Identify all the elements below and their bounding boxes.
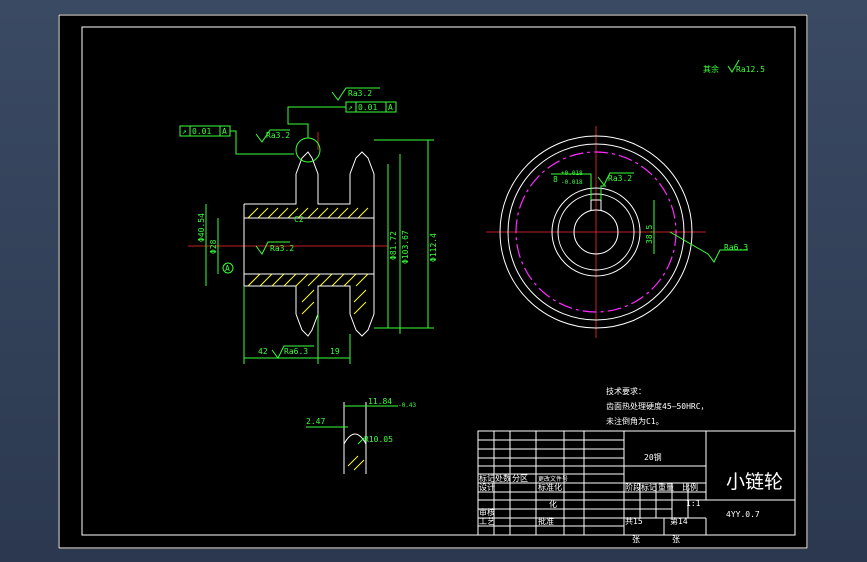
keyway-tol-up: +0.018 <box>561 170 583 177</box>
label-design: 设计 <box>479 482 495 492</box>
label-scale: 比例 <box>682 482 698 492</box>
label-sheets: 张 <box>632 535 640 544</box>
tooth-radius: R10.05 <box>364 435 393 444</box>
scale-value: 1:1 <box>686 499 701 508</box>
roughness-top: Ra3.2 <box>348 89 372 98</box>
keyway-roughness: Ra3.2 <box>608 174 632 183</box>
tooth-angle: 2.47 <box>306 417 325 426</box>
tooth-width-tol: -0.43 <box>398 402 416 409</box>
side-view <box>486 126 706 338</box>
label-stage: 阶段标记 <box>625 482 657 492</box>
runout-2: 0.01 <box>358 103 377 112</box>
keyway-tol-low: -0.018 <box>561 179 583 186</box>
label-process: 工艺 <box>479 517 495 526</box>
design-initial: 化 <box>549 499 557 509</box>
label-approve: 批准 <box>538 516 554 526</box>
len-tooth: 19 <box>330 347 340 356</box>
title-block: 20钢 小链轮 4YY.0.7 标记 处数 分区 更改文件号 设计 标准化 化 … <box>477 430 796 544</box>
front-dimensions: ↗ 0.01 A ↗ 0.01 A Ra3.2 Ra3.2 C2 Ra3.2 A… <box>179 87 438 364</box>
material: 20钢 <box>644 452 662 462</box>
keyway-width: 8 <box>553 175 558 184</box>
label-total: 共15 <box>625 517 643 526</box>
front-section-view <box>188 132 388 354</box>
outer-frame <box>58 14 808 549</box>
dia-tip: Φ112.4 <box>429 233 438 262</box>
roughness-symbol <box>727 59 740 73</box>
svg-text:↗: ↗ <box>348 103 353 112</box>
label-zone: 分区 <box>512 474 528 483</box>
label-review: 审核 <box>479 507 495 517</box>
runout-1: 0.01 <box>192 127 211 136</box>
dia-root: Φ81.72 <box>389 231 398 260</box>
dia-hub: Φ40.54 <box>197 213 206 242</box>
dia-bore: Φ28 <box>209 239 218 254</box>
roughness-hub: Ra6.3 <box>284 347 308 356</box>
label-doc: 更改文件号 <box>538 475 568 483</box>
label-weight: 重量 <box>658 482 674 492</box>
inner-frame <box>81 26 796 536</box>
tooth-detail: 11.84 -0.43 2.47 R10.05 <box>306 397 416 474</box>
dia-pitch: Φ103.67 <box>401 230 410 264</box>
tech-title: 技术要求： <box>606 386 646 396</box>
runout-1-ref: A <box>222 127 227 136</box>
tech-requirements: 技术要求： 齿面热处理硬度45—50HRC， 未注倒角为C1。 <box>606 386 709 426</box>
chamfer-label: C2 <box>294 215 304 224</box>
label-count: 处数 <box>495 473 511 483</box>
surface-value: Ra12.5 <box>736 65 765 74</box>
datum-a: A <box>225 264 230 273</box>
cad-drawing: 其余 Ra12.5 <box>58 14 808 549</box>
roughness-bore: Ra3.2 <box>270 244 294 253</box>
label-mark: 标记 <box>479 473 495 483</box>
roughness-tooth: Ra3.2 <box>266 131 290 140</box>
keyway-depth: 38.5 <box>645 225 654 244</box>
runout-2-ref: A <box>388 103 393 112</box>
label-sheets-2: 张 <box>672 535 680 544</box>
tech-line-2: 未注倒角为C1。 <box>606 416 664 426</box>
tech-line-1: 齿面热处理硬度45—50HRC， <box>606 401 709 411</box>
svg-text:↗: ↗ <box>182 127 187 136</box>
surface-note: 其余 <box>703 64 719 74</box>
len-hub: 42 <box>258 347 268 356</box>
label-standard: 标准化 <box>538 482 562 492</box>
keyway-side-roughness: Ra6.3 <box>724 243 748 252</box>
drawing-sheet: 其余 Ra12.5 <box>58 14 808 549</box>
label-sheet: 第14 <box>670 516 688 526</box>
tooth-width: 11.84 <box>368 397 392 406</box>
side-dimensions: 8 +0.018 -0.018 Ra3.2 38.5 Ra6.3 <box>551 170 748 263</box>
drawing-no: 4YY.0.7 <box>726 510 760 519</box>
part-name: 小链轮 <box>726 471 783 493</box>
